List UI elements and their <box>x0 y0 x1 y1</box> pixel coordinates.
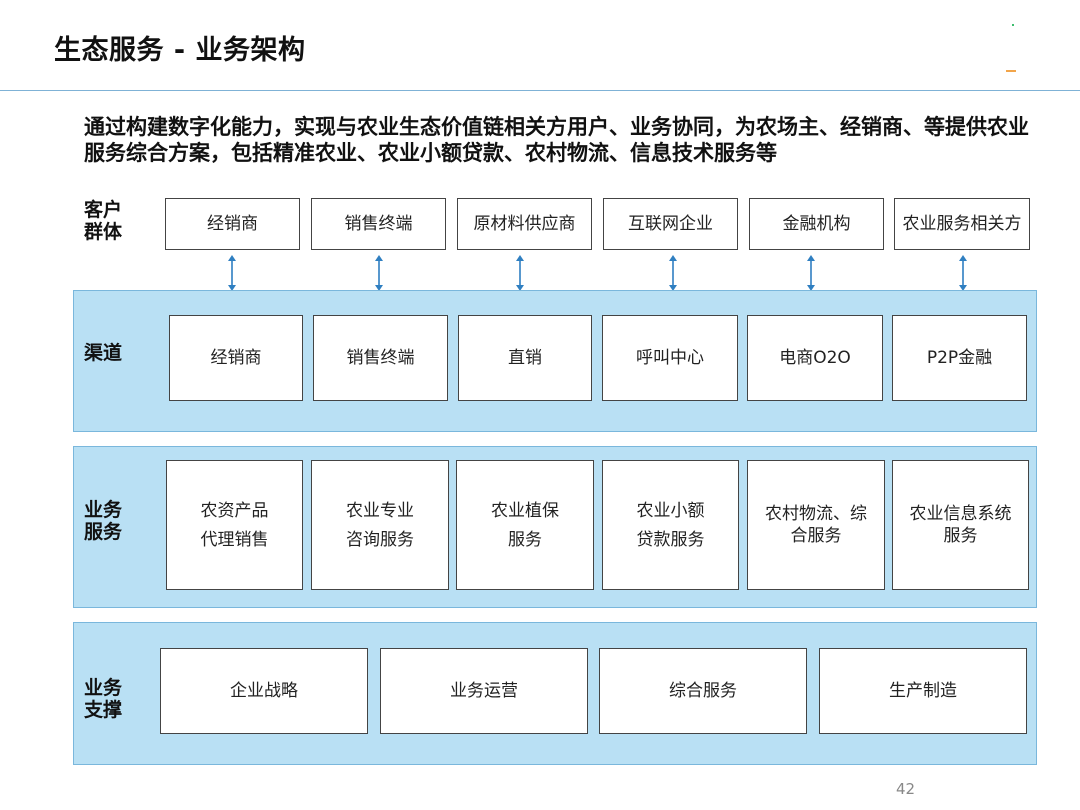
service-box-5-line1: 农村物流、综 <box>765 504 867 524</box>
support-box-1: 企业战略 <box>160 648 368 734</box>
channels-label: 渠道 <box>84 342 123 364</box>
bidirectional-arrow-icon <box>375 255 383 291</box>
customer-box-2: 销售终端 <box>311 198 446 250</box>
service-box-6-line1: 农业信息系统 <box>909 504 1012 524</box>
service-box-3-line2: 服务 <box>508 529 542 550</box>
support-label-line2: 支撑 <box>84 699 123 721</box>
intro-text: 通过构建数字化能力，实现与农业生态价值链相关方用户、业务协同，为农场主、经销商、… <box>84 115 1029 165</box>
service-box-6: 农业信息系统服务 <box>892 460 1029 590</box>
channel-box-2: 销售终端 <box>313 315 448 401</box>
page-title: 生态服务 - 业务架构 <box>54 35 306 66</box>
customer-box-3: 原材料供应商 <box>457 198 592 250</box>
support-label: 业务 支撑 <box>84 677 122 721</box>
support-box-4: 生产制造 <box>819 648 1027 734</box>
services-label: 业务 服务 <box>84 499 122 543</box>
service-box-3-line1: 农业植保 <box>491 500 559 521</box>
support-label-line1: 业务 <box>84 677 123 699</box>
customer-box-4: 互联网企业 <box>603 198 738 250</box>
customer-box-6: 农业服务相关方 <box>894 198 1030 250</box>
service-box-2-line2: 咨询服务 <box>346 529 414 550</box>
service-box-4-line1: 农业小额 <box>636 500 705 521</box>
corner-accent-dot <box>1012 24 1014 26</box>
bidirectional-arrow-icon <box>228 255 236 291</box>
channel-box-4: 呼叫中心 <box>602 315 738 401</box>
customers-label-line1: 客户 <box>84 199 123 221</box>
corner-accent-mark <box>1006 70 1016 72</box>
channel-box-3: 直销 <box>458 315 592 401</box>
service-box-1-line2: 代理销售 <box>200 529 269 550</box>
services-label-line2: 服务 <box>84 521 123 543</box>
service-box-3: 农业植保服务 <box>456 460 594 590</box>
service-box-4-line2: 贷款服务 <box>636 529 705 550</box>
customers-label-line2: 群体 <box>84 221 123 243</box>
customers-label: 客户 群体 <box>84 199 122 243</box>
service-box-5: 农村物流、综合服务 <box>747 460 885 590</box>
support-box-3: 综合服务 <box>599 648 807 734</box>
bidirectional-arrow-icon <box>669 255 677 291</box>
channel-box-5: 电商O2O <box>747 315 883 401</box>
title-divider <box>0 90 1080 91</box>
service-box-2: 农业专业咨询服务 <box>311 460 449 590</box>
service-box-4: 农业小额贷款服务 <box>602 460 739 590</box>
bidirectional-arrow-icon <box>959 255 967 291</box>
services-label-line1: 业务 <box>84 499 123 521</box>
service-box-1: 农资产品代理销售 <box>166 460 303 590</box>
customer-box-1: 经销商 <box>165 198 300 250</box>
customer-box-5: 金融机构 <box>749 198 884 250</box>
channel-box-1: 经销商 <box>169 315 303 401</box>
bidirectional-arrow-icon <box>807 255 815 291</box>
bidirectional-arrow-icon <box>516 255 524 291</box>
service-box-1-line1: 农资产品 <box>200 500 269 521</box>
channel-box-6: P2P金融 <box>892 315 1027 401</box>
service-box-2-line1: 农业专业 <box>346 500 414 521</box>
page-number: 42 <box>896 780 916 798</box>
service-box-5-line2: 合服务 <box>790 526 842 546</box>
support-box-2: 业务运营 <box>380 648 588 734</box>
service-box-6-line2: 服务 <box>943 526 978 546</box>
